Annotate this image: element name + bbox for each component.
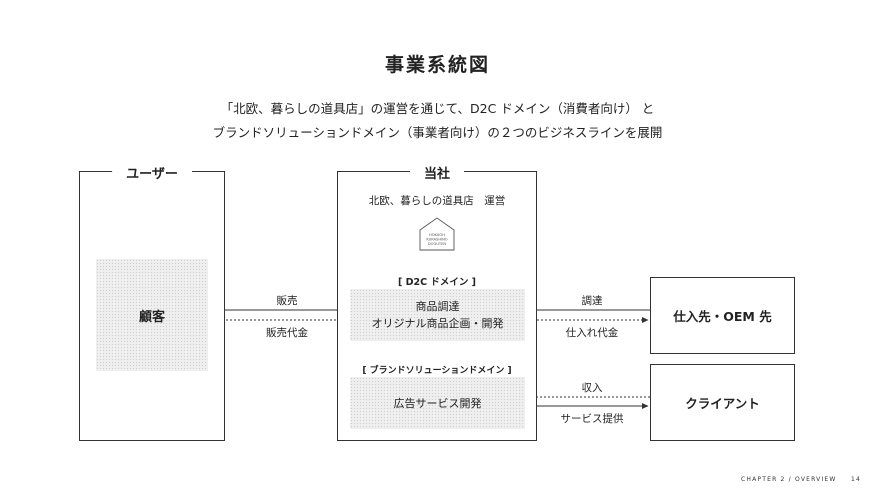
d2c-domain-header: [ D2C ドメイン ] xyxy=(397,277,477,288)
supplier-box: 仕入先・OEM 先 xyxy=(650,277,795,354)
svg-text:DOGUTEN: DOGUTEN xyxy=(428,242,446,246)
sales-label: 販売 xyxy=(276,295,298,307)
operation-label: 北欧、暮らしの道具店 運営 xyxy=(368,195,506,207)
brand-domain-box: 広告サービス開発 xyxy=(350,377,525,429)
client-box: クライアント xyxy=(650,364,795,441)
svg-text:KURASHINO: KURASHINO xyxy=(426,238,447,242)
user-section-title: ユーザー xyxy=(112,163,192,182)
page-title: 事業系統図 xyxy=(384,54,490,76)
sales-payment-label: 販売代金 xyxy=(266,327,308,339)
d2c-domain-box: 商品調達 オリジナル商品企画・開発 xyxy=(350,289,525,341)
subtitle-line-1: 「北欧、暮らしの道具店」の運営を通じて、D2C ドメイン（消費者向け） と xyxy=(220,101,655,116)
house-logo-icon: HOKUOH KURASHINO DOGUTEN xyxy=(419,217,455,251)
purchase-payment-label: 仕入れ代金 xyxy=(565,327,619,339)
procurement-label: 調達 xyxy=(581,295,603,307)
brand-domain-header: [ ブランドソリューションドメイン ] xyxy=(362,366,512,376)
d2c-line-2: オリジナル商品企画・開発 xyxy=(371,317,504,330)
d2c-line-1: 商品調達 xyxy=(415,300,460,313)
client-label: クライアント xyxy=(685,396,760,411)
customer-box: 顧客 xyxy=(96,259,208,371)
brand-line-1: 広告サービス開発 xyxy=(393,397,482,410)
service-provision-label: サービス提供 xyxy=(560,413,624,425)
customer-label: 顧客 xyxy=(138,309,165,325)
supplier-label: 仕入先・OEM 先 xyxy=(673,309,772,324)
svg-text:HOKUOH: HOKUOH xyxy=(429,233,445,237)
subtitle-line-2: ブランドソリューションドメイン（事業者向け）の２つのビジネスラインを展開 xyxy=(212,125,663,140)
revenue-label: 収入 xyxy=(581,382,603,394)
company-section-title: 当社 xyxy=(409,163,465,182)
page-footer: CHAPTER 2 / OVERVIEW 14 xyxy=(741,476,861,483)
